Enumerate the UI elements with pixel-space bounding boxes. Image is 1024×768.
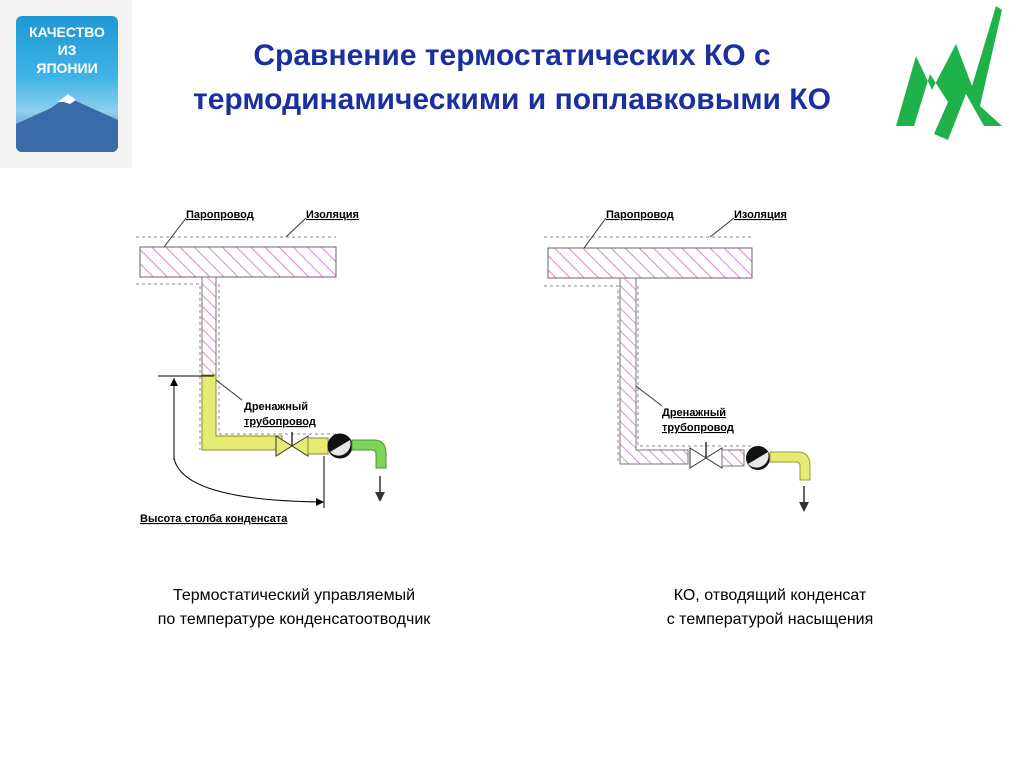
drain-label-2: трубопровод [244,416,316,428]
right-caption-line-2: с температурой насыщения [666,611,874,628]
right-caption-line-1: КО, отводящий конденсат [673,587,867,604]
drain-pipe-hatched [619,277,689,465]
steam-line-label: Паропровод [606,209,674,221]
outlet-pipe [351,439,387,469]
condensate-column [201,374,283,451]
title-line-2: термодинамическими и поплавковыми КО [193,83,831,116]
steam-line-label: Паропровод [186,209,254,221]
company-logo [896,6,1002,140]
saturation-trap-diagram: Паропровод Изоляция Дренажный трубопрово… [544,209,811,512]
left-caption-line-2: по температуре конденсатоотводчик [157,611,431,628]
height-arc [173,457,321,503]
height-label: Высота столба конденсата [140,513,288,525]
left-caption: Термостатический управляемый по температ… [96,584,492,632]
insulation-label: Изоляция [306,209,359,221]
drain-label-1: Дренажный [662,407,726,419]
badge-line-1: КАЧЕСТВО [29,24,105,40]
drain-label-1: Дренажный [244,401,308,413]
left-caption-line-1: Термостатический управляемый [172,587,415,604]
mountain-icon [16,94,118,152]
insulation-label: Изоляция [734,209,787,221]
page-title: Сравнение термостатических КО с термодин… [140,34,884,122]
quality-badge-image: КАЧЕСТВО ИЗ ЯПОНИИ [16,16,118,152]
steam-pipe [547,247,753,279]
drain-label-2: трубопровод [662,422,734,434]
title-line-1: Сравнение термостатических КО с [253,39,771,72]
valve-icon [689,447,707,469]
valve-icon-right [291,435,309,457]
valve-icon-right [705,447,723,469]
valve-icon [275,435,293,457]
right-caption: КО, отводящий конденсат с температурой н… [610,584,930,632]
quality-badge: КАЧЕСТВО ИЗ ЯПОНИИ [0,0,132,168]
pipe-segment [721,449,745,467]
insulation-outline [544,236,752,464]
steam-pipe [139,246,337,278]
drain-pipe-hatched [201,276,217,376]
insulation-outline [136,236,336,450]
badge-line-3: ЯПОНИИ [36,60,98,76]
thermostatic-trap-diagram: Паропровод Изоляция Дренажный трубопрово… [136,209,387,525]
pipe-segment [307,437,329,455]
badge-line-2: ИЗ [57,42,77,58]
outlet-pipe [769,451,811,481]
